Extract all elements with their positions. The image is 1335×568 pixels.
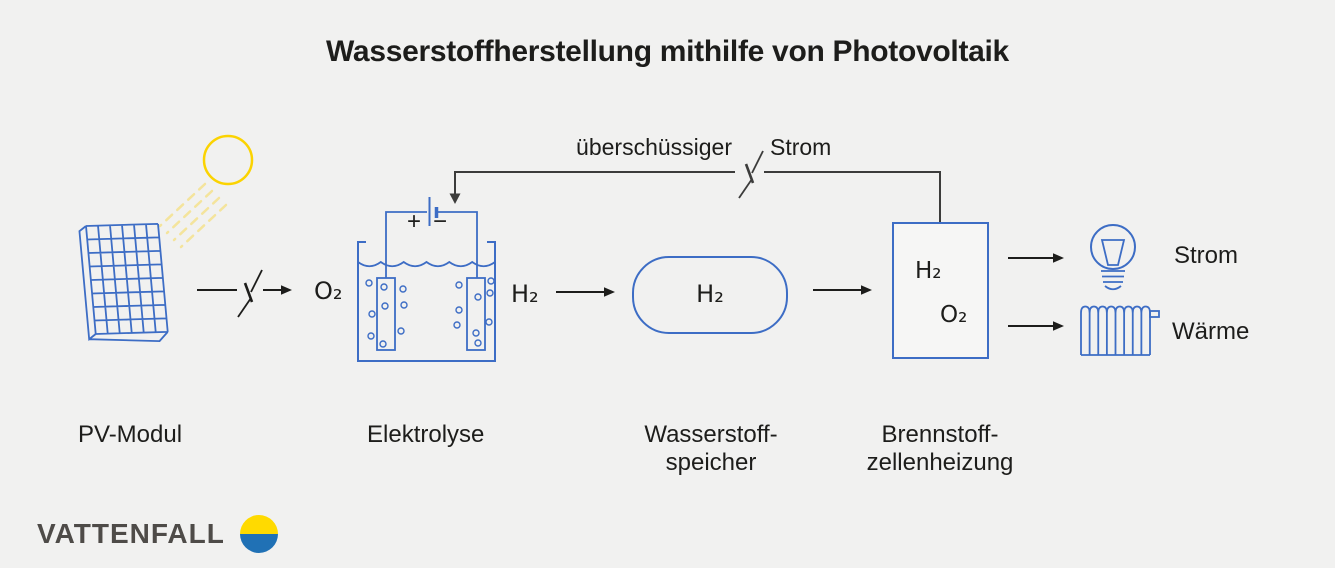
oxygen-output-label: O₂ (314, 277, 343, 305)
sun-rays (158, 182, 228, 249)
page-title: Wasserstoffherstellung mithilfe von Phot… (326, 35, 1009, 68)
pv-module-icon (78, 222, 169, 343)
arrow-fuelcell-to-heat (1008, 321, 1064, 331)
hydrogen-output-label: H₂ (511, 280, 539, 308)
sun-icon (158, 134, 254, 249)
fuelcell-box (892, 222, 989, 359)
gas-bubbles (365, 277, 495, 348)
vattenfall-logo-circle-icon (240, 515, 278, 553)
lightbulb-icon (1090, 224, 1136, 291)
fuelcell-caption-line1: Brennstoff- (881, 421, 999, 448)
storage-h2-label: H₂ (696, 280, 724, 308)
electrolysis-caption: Elektrolyse (367, 421, 485, 448)
tank-outline (357, 241, 496, 362)
fuelcell-h2-label: H₂ (915, 258, 942, 284)
lightning-bolt-icon (738, 150, 764, 199)
arrow-storage-to-fuelcell (813, 285, 872, 295)
electricity-output-label: Strom (1174, 242, 1239, 269)
excess-power-return-line (449, 150, 941, 222)
battery-minus-label: − (433, 208, 448, 235)
lightning-bolt-icon (237, 269, 263, 318)
pv-module-caption: PV-Modul (78, 421, 183, 448)
water-line (357, 260, 496, 268)
excess-power-label-left: überschüssiger (576, 134, 732, 160)
fuelcell-o2-label: O₂ (940, 302, 968, 328)
heat-output-label: Wärme (1172, 318, 1250, 345)
storage-caption: Wasserstoff- speicher (611, 421, 811, 477)
electrolysis-icon (357, 197, 496, 362)
electrode-right (466, 277, 486, 351)
fuelcell-caption: Brennstoff- zellenheizung (840, 421, 1040, 477)
arrow-fuelcell-to-electricity (1008, 253, 1064, 263)
radiator-icon (1080, 305, 1160, 356)
storage-caption-line1: Wasserstoff- (644, 421, 778, 448)
arrow-electrolysis-to-storage (556, 287, 615, 297)
excess-power-label-right: Strom (770, 134, 832, 160)
battery-plus-label: + (407, 208, 422, 235)
battery-icon (428, 197, 439, 226)
storage-tank-icon (632, 256, 788, 334)
vattenfall-logo-text: VATTENFALL (37, 518, 225, 549)
fuelcell-caption-line2: zellenheizung (866, 449, 1014, 476)
storage-caption-line2: speicher (665, 449, 757, 476)
battery-wires (385, 211, 478, 278)
arrow-pv-to-electrolysis (197, 269, 292, 318)
electrode-left (376, 277, 396, 351)
